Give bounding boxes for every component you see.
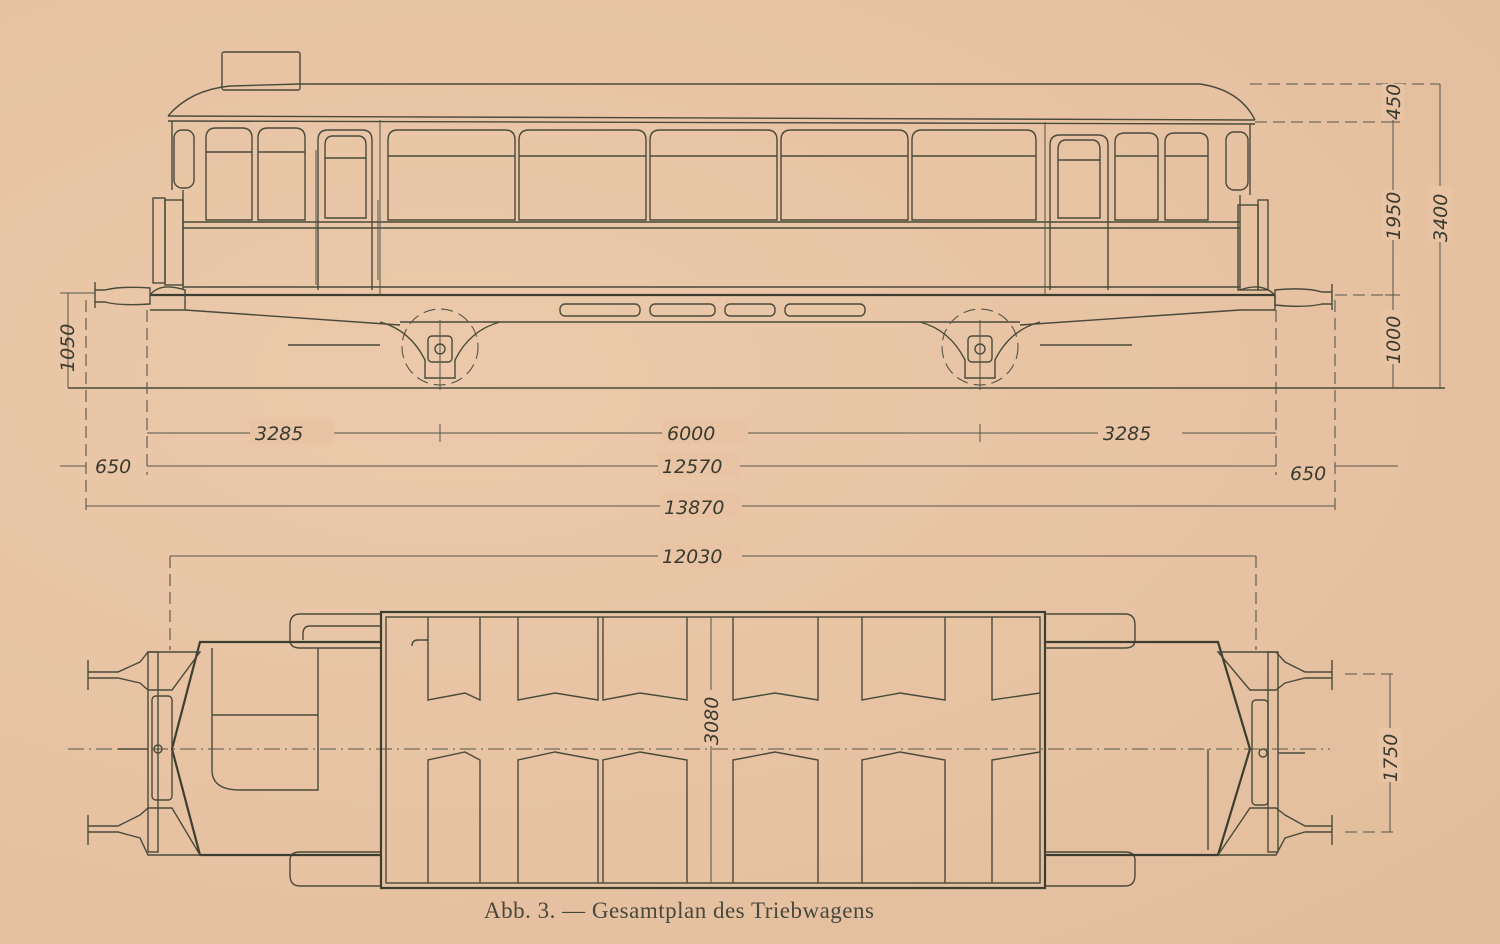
figure-caption: Abb. 3. — Gesamtplan des Triebwagens (484, 898, 875, 923)
dim-650-left: 650 (95, 456, 131, 478)
bogie-left (288, 308, 501, 390)
dim-13870: 13870 (664, 497, 724, 519)
dim-3400: 3400 (1430, 194, 1452, 242)
dim-650-right: 650 (1290, 463, 1326, 485)
plan-view-dimensions: 12030 3080 1750 (169, 544, 1402, 883)
dim-1950: 1950 (1383, 192, 1405, 240)
windows-right (1044, 122, 1209, 295)
side-view-dimensions: 3285 6000 3285 650 12570 650 13870 1050 … (57, 83, 1452, 519)
dim-6000: 6000 (667, 423, 715, 445)
side-view (68, 51, 1445, 390)
dim-3285-left: 3285 (255, 423, 303, 445)
bogie-right (919, 308, 1132, 390)
dim-12030: 12030 (662, 546, 722, 568)
buffer-left (94, 282, 151, 308)
dim-1000: 1000 (1383, 316, 1405, 364)
seats-top (411, 617, 1041, 702)
dim-1750: 1750 (1380, 734, 1402, 782)
plan-buffers-left (87, 651, 202, 856)
dim-3080: 3080 (701, 697, 723, 745)
roof-vent (221, 51, 301, 91)
dim-1050: 1050 (57, 324, 79, 372)
windows-main (387, 129, 1037, 221)
dim-3285-right: 3285 (1103, 423, 1151, 445)
dim-450: 450 (1383, 84, 1405, 120)
buffer-right (1274, 284, 1333, 310)
plan-view (68, 610, 1333, 890)
dim-12570: 12570 (662, 456, 722, 478)
windows-left (205, 120, 381, 295)
plan-buffers-right (1216, 651, 1333, 856)
seats-bottom (427, 751, 1041, 883)
